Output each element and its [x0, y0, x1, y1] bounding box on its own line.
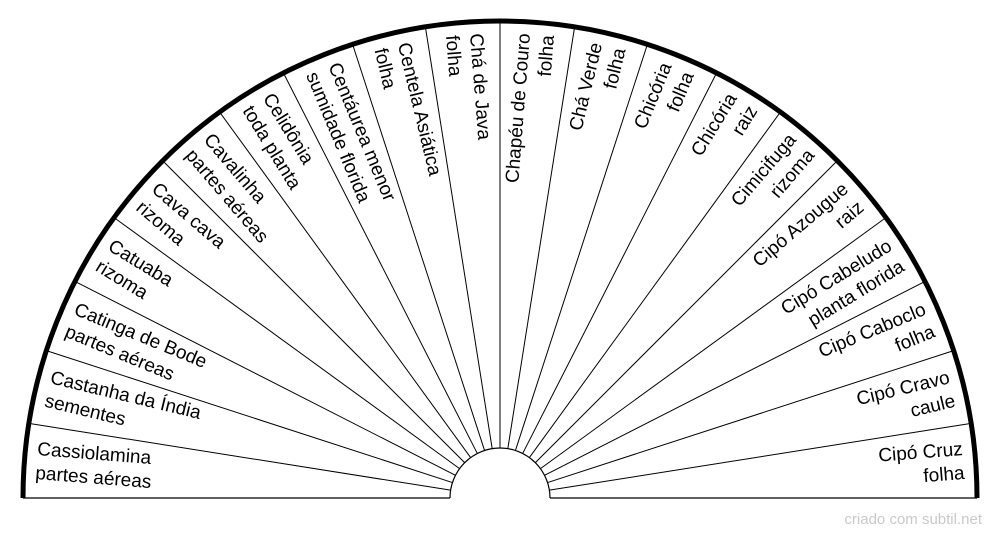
plant-name-label: Centela Asiática [393, 41, 445, 179]
sector-divider [283, 72, 478, 454]
sector-divider [113, 217, 460, 470]
sector-divider [535, 160, 838, 463]
outer-arc [20, 18, 980, 499]
sector-divider [544, 281, 926, 476]
sector-divider [162, 160, 465, 463]
sector-divider [549, 422, 972, 491]
sector-divider [514, 44, 648, 451]
plant-name-label: Cipó Cruz [878, 439, 964, 467]
sector-divider [507, 26, 576, 449]
sector-divider [528, 111, 781, 458]
sector-dividers [28, 21, 972, 491]
sector-divider [522, 72, 717, 454]
sector-divider [74, 281, 456, 476]
inner-arc [449, 447, 551, 499]
footer-credit: criado com subtil.net [844, 511, 982, 528]
sector-divider [547, 350, 954, 484]
sector-divider [424, 26, 493, 449]
plant-name-label: Chapéu de Couro [502, 33, 535, 184]
sector-divider [219, 111, 472, 458]
plant-name-label: Chá de Java [465, 33, 494, 141]
plant-part-label: folha [923, 463, 966, 487]
plant-part-label: folha [535, 34, 559, 77]
sector-divider [28, 422, 451, 491]
sector-divider [352, 44, 486, 451]
plant-part-label: folha [441, 35, 465, 78]
sector-divider [46, 350, 453, 484]
sector-divider [540, 217, 887, 470]
